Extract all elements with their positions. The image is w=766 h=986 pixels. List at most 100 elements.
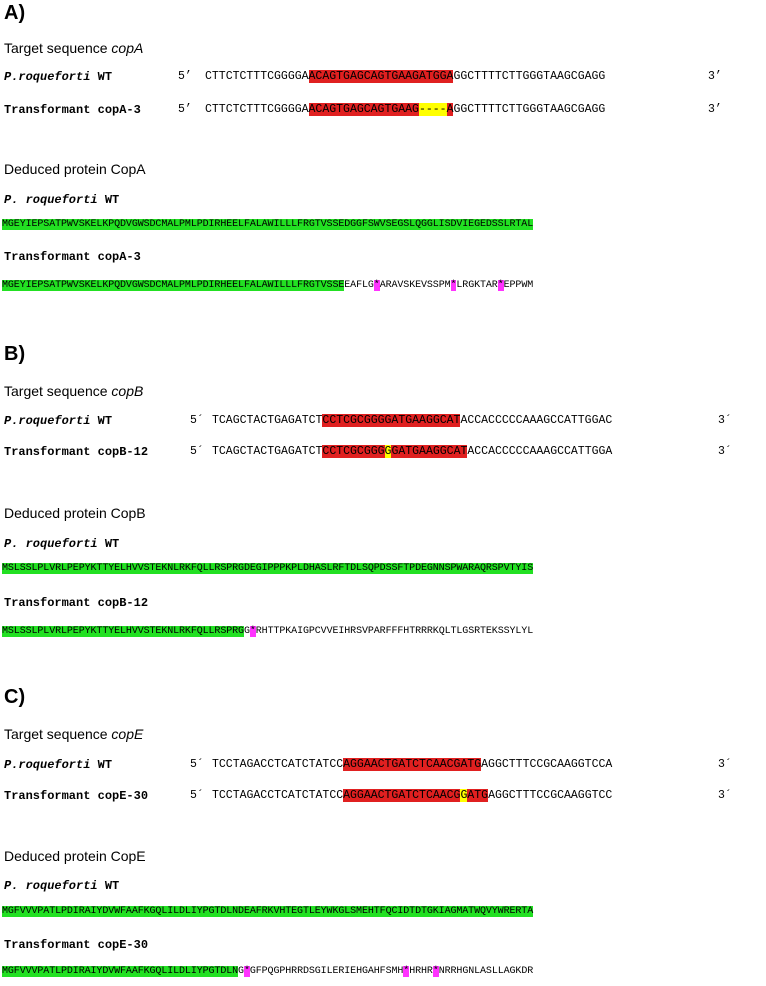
panel-letter: C) [4, 686, 26, 708]
protein-wt-label-species: P. roqueforti [4, 879, 98, 893]
protein-frameshift-residues: LRGKTAR [456, 280, 498, 291]
target-sequence-heading: Target sequence copB [4, 383, 143, 399]
protein-wt-residues: MGFVVVPATLPDIRAIYDVWFAAFKGQLILDLIYPGTDLN… [2, 906, 534, 917]
three-prime: 3´ [718, 789, 732, 802]
protein-wt-residues: MGEYIEPSATPWVSKELKPQDVGWSDCMALPMLPDIRHEE… [2, 219, 534, 230]
wt-label: P.roqueforti WT [4, 70, 112, 84]
protein-transformant-sequence: MGEYIEPSATPWVSKELKPQDVGWSDCMALPMLPDIRHEE… [2, 280, 533, 291]
target-prefix: Target sequence [4, 726, 112, 742]
protein-transformant-sequence: MSLSSLPLVRLPEPYKTTYELHVVSTEKNLRKFQLLRSPR… [2, 626, 533, 637]
protein-conserved-residues: MGEYIEPSATPWVSKELKPQDVGWSDCMALPMLPDIRHEE… [2, 280, 345, 291]
target-site-part2: GATGAAGGCAT [391, 445, 468, 458]
protein-frameshift-residues: G [238, 966, 244, 977]
target-site-part1: CCTCGCGGG [322, 445, 385, 458]
protein-frameshift-residues: NRRHGNLASLLAGKDR [438, 966, 534, 977]
target-site-part1: AGGAACTGATCTCAACG [343, 789, 461, 802]
seq-right: AGGCTTTCCGCAAGGTCC [488, 789, 613, 802]
five-prime: 5´ [190, 414, 204, 427]
protein-wt-residues: MSLSSLPLVRLPEPYKTTYELHVVSTEKNLRKFQLLRSPR… [2, 563, 534, 574]
protein-wt-label-species: P. roqueforti [4, 193, 98, 207]
mutation-site: G [460, 789, 468, 802]
transformant-label: Transformant copA-3 [4, 103, 141, 117]
target-site-part2: ATG [467, 789, 489, 802]
protein-frameshift-residues: G [243, 626, 250, 637]
protein-frameshift-residues: ARAVSKEVSSPM [379, 280, 451, 291]
stop-codon: * [243, 966, 250, 977]
seq-left: CTTCTCTTTCGGGGA [205, 103, 309, 116]
seq-left: TCCTAGACCTCATCTATCC [212, 758, 344, 771]
mutation-site: G [384, 445, 392, 458]
five-prime: 5´ [190, 445, 204, 458]
protein-transformant-label: Transformant copB-12 [4, 596, 149, 610]
protein-transformant-label: Transformant copA-3 [4, 250, 141, 264]
five-prime: 5´ [190, 789, 204, 802]
protein-frameshift-residues: EAFLG [344, 280, 374, 291]
wt-label-species: P.roqueforti [4, 414, 91, 428]
protein-wt-label: P. roqueforti WT [4, 537, 119, 551]
stop-codon: * [450, 280, 457, 291]
protein-wt-label-rest: WT [97, 193, 120, 207]
five-prime: 5’ [178, 103, 192, 116]
three-prime: 3´ [718, 414, 732, 427]
five-prime: 5’ [178, 70, 192, 83]
wt-label: P.roqueforti WT [4, 758, 112, 772]
three-prime: 3’ [708, 70, 722, 83]
wt-label-species: P.roqueforti [4, 70, 91, 84]
target-prefix: Target sequence [4, 383, 112, 399]
stop-codon: * [497, 280, 504, 291]
wt-label-species: P.roqueforti [4, 758, 91, 772]
seq-right: ACCACCCCCAAAGCCATTGGA [467, 445, 613, 458]
wt-label-rest: WT [90, 758, 113, 772]
seq-left: TCCTAGACCTCATCTATCC [212, 789, 344, 802]
protein-wt-sequence: MGFVVVPATLPDIRAIYDVWFAAFKGQLILDLIYPGTDLN… [2, 906, 533, 917]
protein-transformant-label: Transformant copE-30 [4, 938, 149, 952]
wt-dna-sequence: TCAGCTACTGAGATCTCCTCGCGGGGATGAAGGCATACCA… [212, 414, 612, 427]
seq-right: GGCTTTTCTTGGGTAAGCGAGG [453, 103, 606, 116]
target-site-part2: A [446, 103, 454, 116]
protein-wt-sequence: MSLSSLPLVRLPEPYKTTYELHVVSTEKNLRKFQLLRSPR… [2, 563, 533, 574]
stop-codon: * [403, 966, 410, 977]
seq-right: GGCTTTTCTTGGGTAAGCGAGG [453, 70, 606, 83]
seq-right: ACCACCCCCAAAGCCATTGGAC [460, 414, 613, 427]
target-site-part1: ACAGTGAGCAGTGAAG [308, 103, 419, 116]
seq-left: TCAGCTACTGAGATCT [212, 445, 323, 458]
wt-dna-sequence: CTTCTCTTTCGGGGAACAGTGAGCAGTGAAGATGGAGGCT… [205, 70, 605, 83]
gene-name: copE [111, 726, 144, 742]
panel-letter: B) [4, 343, 26, 365]
target-site: AGGAACTGATCTCAACGATG [343, 758, 482, 771]
target-site: ACAGTGAGCAGTGAAGATGGA [308, 70, 454, 83]
target-sequence-heading: Target sequence copE [4, 726, 143, 742]
seq-left: CTTCTCTTTCGGGGA [205, 70, 309, 83]
stop-codon: * [432, 966, 439, 977]
three-prime: 3´ [718, 758, 732, 771]
protein-wt-label-rest: WT [97, 537, 120, 551]
three-prime: 3´ [718, 445, 732, 458]
target-prefix: Target sequence [4, 40, 112, 56]
protein-frameshift-residues: EPPWM [503, 280, 534, 291]
protein-wt-label: P. roqueforti WT [4, 193, 119, 207]
mutation-site: ---- [418, 103, 447, 116]
five-prime: 5´ [190, 758, 204, 771]
gene-name: copB [111, 383, 144, 399]
protein-wt-label-species: P. roqueforti [4, 537, 98, 551]
panel-letter: A) [4, 2, 26, 24]
protein-wt-label-rest: WT [97, 879, 120, 893]
transformant-dna-sequence: CTTCTCTTTCGGGGAACAGTGAGCAGTGAAG----AGGCT… [205, 103, 605, 116]
transformant-label: Transformant copE-30 [4, 789, 149, 803]
target-sequence-heading: Target sequence copA [4, 40, 143, 56]
protein-frameshift-residues: RHTTPKAIGPCVVEIHRSVPARFFFHTRRRKQLTLGSRTE… [255, 626, 534, 637]
transformant-label: Transformant copB-12 [4, 445, 149, 459]
wt-label-rest: WT [90, 70, 113, 84]
protein-wt-sequence: MGEYIEPSATPWVSKELKPQDVGWSDCMALPMLPDIRHEE… [2, 219, 533, 230]
gene-name: copA [111, 40, 144, 56]
protein-heading: Deduced protein CopB [4, 505, 146, 521]
wt-dna-sequence: TCCTAGACCTCATCTATCCAGGAACTGATCTCAACGATGA… [212, 758, 612, 771]
stop-codon: * [373, 280, 380, 291]
seq-left: TCAGCTACTGAGATCT [212, 414, 323, 427]
protein-wt-label: P. roqueforti WT [4, 879, 119, 893]
three-prime: 3’ [708, 103, 722, 116]
protein-frameshift-residues: GFPQGPHRRDSGILERIEHGAHFSMH [249, 966, 404, 977]
protein-conserved-residues: MSLSSLPLVRLPEPYKTTYELHVVSTEKNLRKFQLLRSPR… [2, 626, 244, 637]
stop-codon: * [249, 626, 256, 637]
transformant-dna-sequence: TCCTAGACCTCATCTATCCAGGAACTGATCTCAACGGATG… [212, 789, 612, 802]
